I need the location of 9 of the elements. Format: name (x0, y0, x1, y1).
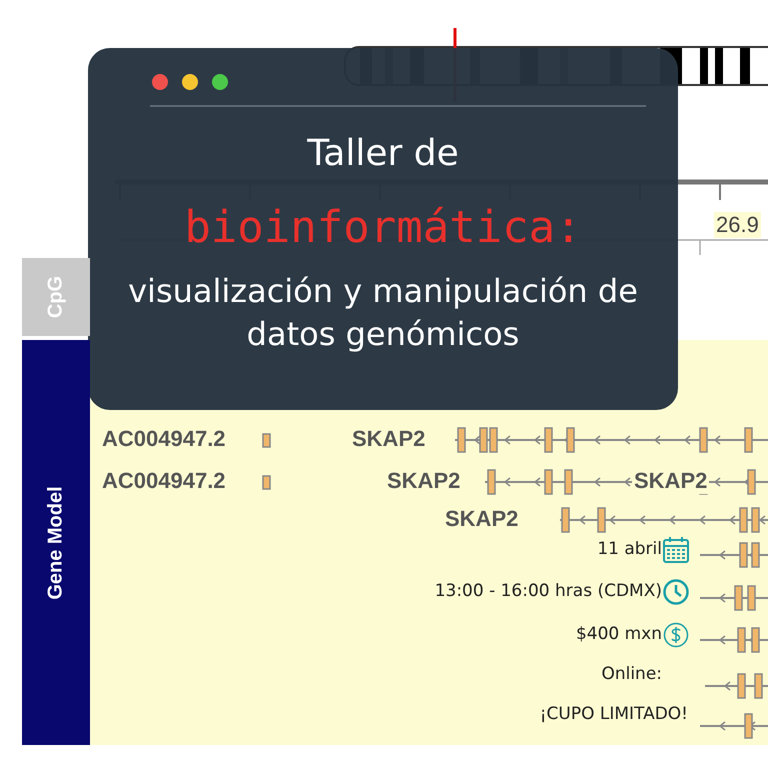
title-card (88, 48, 678, 410)
track-label-band (22, 340, 90, 745)
title-highlight: bioinformática: (184, 201, 582, 255)
subtitle-text: visualización y manipulación de datos genómicos (127, 271, 639, 356)
scale-tick-label: 26.9 (714, 212, 761, 238)
title-text: Taller de (307, 132, 459, 176)
gene-name: SKAP2 (632, 468, 710, 494)
track-label-band (22, 258, 90, 336)
track-name: Gene Model (44, 486, 68, 600)
